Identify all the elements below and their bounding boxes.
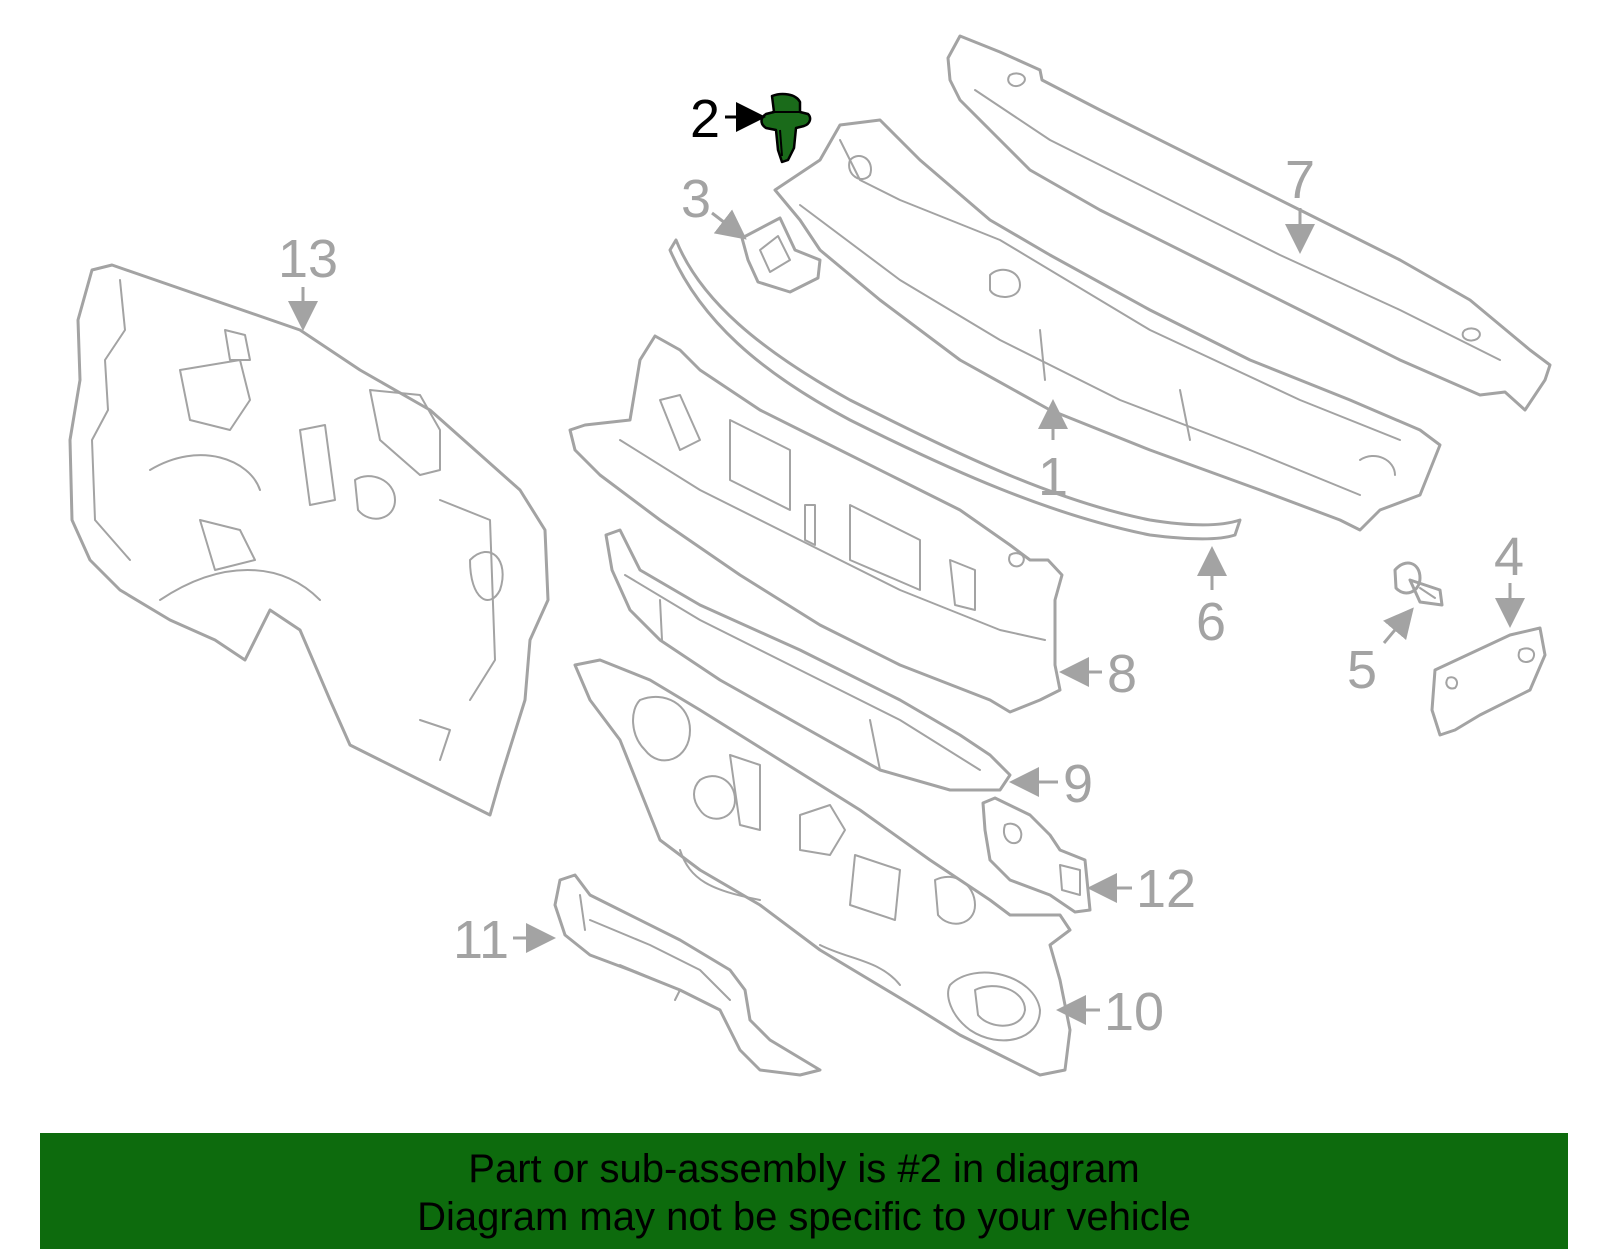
info-banner: Part or sub-assembly is #2 in diagram Di… xyxy=(40,1133,1568,1249)
part-7-upper-panel xyxy=(946,34,1552,412)
callout-label-1: 1 xyxy=(1038,447,1068,507)
callout-label-9: 9 xyxy=(1063,754,1093,814)
part-1-cowl-top xyxy=(773,118,1442,532)
callout-label-7: 7 xyxy=(1285,150,1315,210)
callout-label-2: 2 xyxy=(690,89,720,149)
callout-arrow-3 xyxy=(711,209,747,240)
callout-label-8: 8 xyxy=(1107,644,1137,704)
banner-line-disclaimer: Diagram may not be specific to your vehi… xyxy=(417,1195,1191,1239)
part-6-seal xyxy=(668,238,1242,541)
part-4-bracket xyxy=(1430,626,1547,737)
callout-label-11: 11 xyxy=(453,910,509,970)
callout-arrow-5 xyxy=(1382,607,1414,644)
callout-label-10: 10 xyxy=(1104,982,1164,1042)
part-11-side-bracket xyxy=(553,873,822,1077)
part-3-bracket xyxy=(740,216,822,294)
part-8-cowl-inner xyxy=(568,334,1064,714)
callout-label-5: 5 xyxy=(1347,640,1377,700)
part-2-clip xyxy=(760,92,812,164)
part-9-cross-member xyxy=(604,528,1012,792)
callout-label-4: 4 xyxy=(1494,527,1524,587)
callout-label-12: 12 xyxy=(1136,859,1196,919)
part-5-clip xyxy=(1393,561,1444,607)
banner-line-part: Part or sub-assembly is #2 in diagram xyxy=(468,1147,1140,1191)
part-10-dash-panel xyxy=(573,658,1072,1077)
part-13-dash-insulator xyxy=(68,263,550,817)
part-12-plate xyxy=(981,796,1092,914)
callout-label-13: 13 xyxy=(278,229,338,289)
callout-label-6: 6 xyxy=(1196,592,1226,652)
callout-label-3: 3 xyxy=(681,169,711,229)
